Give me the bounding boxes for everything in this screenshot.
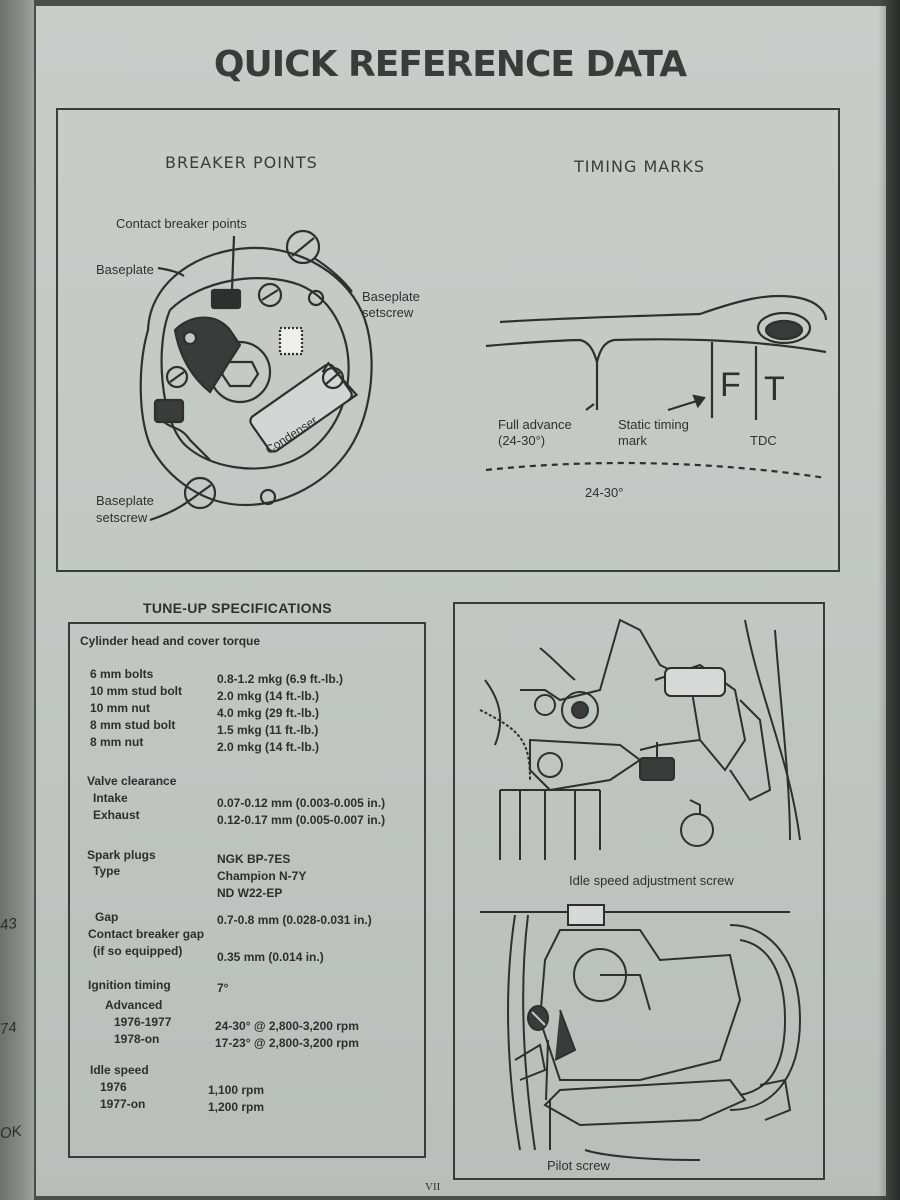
spec-label: 1978-on bbox=[114, 1032, 160, 1046]
spec-value: 1,100 rpm bbox=[208, 1083, 265, 1097]
manual-page bbox=[36, 6, 886, 1196]
spec-value: 7° bbox=[217, 981, 229, 995]
page-number: VII bbox=[425, 1181, 441, 1193]
spec-label: 6 mm bolts bbox=[90, 667, 154, 681]
advance-range-label: 24-30° bbox=[585, 485, 624, 500]
page-shadow bbox=[878, 0, 900, 1200]
spec-label: 10 mm nut bbox=[90, 701, 151, 715]
spec-label: (if so equipped) bbox=[93, 944, 183, 958]
valve-clearance-heading: Valve clearance bbox=[87, 774, 177, 788]
adjacent-page-edge bbox=[0, 0, 34, 1200]
spec-value: 1.5 mkg (11 ft.-lb.) bbox=[217, 723, 319, 737]
full-advance-label: Full advance bbox=[498, 417, 572, 432]
spec-label: 8 mm stud bolt bbox=[90, 718, 176, 732]
tune-up-title: TUNE-UP SPECIFICATIONS bbox=[143, 600, 332, 616]
spec-value: 1,200 rpm bbox=[208, 1100, 265, 1114]
spec-value: 4.0 mkg (29 ft.-lb.) bbox=[217, 706, 320, 720]
baseplate-setscrew-top-label-2: setscrew bbox=[362, 305, 414, 320]
spec-label: Type bbox=[93, 864, 121, 878]
spec-label: 1976 bbox=[100, 1080, 127, 1094]
pilot-screw-caption: Pilot screw bbox=[547, 1158, 610, 1173]
spec-value: 17-23° @ 2,800-3,200 rpm bbox=[215, 1036, 359, 1050]
spec-label: 1977-on bbox=[100, 1097, 146, 1111]
breaker-points-heading: BREAKER POINTS bbox=[165, 153, 318, 172]
timing-marks-heading: TIMING MARKS bbox=[574, 157, 705, 176]
spec-value: 2.0 mkg (14 ft.-lb.) bbox=[217, 689, 320, 703]
timing-marks-drawing bbox=[485, 294, 828, 480]
spec-value: ND W22-EP bbox=[217, 886, 283, 900]
spec-value: 0.8-1.2 mkg (6.9 ft.-lb.) bbox=[217, 672, 344, 686]
spec-value: 24-30° @ 2,800-3,200 rpm bbox=[215, 1019, 359, 1033]
static-timing-label: Static timing bbox=[618, 417, 689, 432]
tdc-label: TDC bbox=[750, 433, 777, 448]
t-mark: T bbox=[764, 370, 785, 408]
baseplate-setscrew-bottom-label: Baseplate bbox=[96, 493, 154, 508]
baseplate-setscrew-bottom-label-2: setscrew bbox=[96, 510, 148, 525]
spec-label: Gap bbox=[95, 910, 119, 924]
spec-label: 1976-1977 bbox=[114, 1015, 172, 1029]
spark-plugs-heading: Spark plugs bbox=[87, 848, 156, 862]
contact-breaker-points-label: Contact breaker points bbox=[116, 216, 247, 231]
spec-value: 0.35 mm (0.014 in.) bbox=[217, 950, 324, 964]
idle-speed-screw-caption: Idle speed adjustment screw bbox=[569, 873, 734, 888]
static-timing-label-2: mark bbox=[618, 433, 647, 448]
breaker-points-drawing bbox=[139, 229, 373, 522]
page-title: QUICK REFERENCE DATA bbox=[213, 44, 687, 85]
f-mark: F bbox=[720, 366, 741, 404]
spec-label: Intake bbox=[93, 791, 128, 805]
spec-label: Advanced bbox=[105, 998, 163, 1012]
contact-breaker-gap-heading: Contact breaker gap bbox=[88, 927, 205, 941]
baseplate-setscrew-top-label: Baseplate bbox=[362, 289, 420, 304]
spec-value: 0.7-0.8 mm (0.028-0.031 in.) bbox=[217, 913, 372, 927]
full-advance-range-label: (24-30°) bbox=[498, 433, 546, 448]
tune-up-spec-table bbox=[68, 622, 426, 1158]
idle-speed-heading: Idle speed bbox=[90, 1063, 149, 1077]
spec-value: Champion N-7Y bbox=[217, 869, 307, 883]
baseplate-label: Baseplate bbox=[96, 262, 154, 277]
cylinder-head-heading: Cylinder head and cover torque bbox=[80, 634, 261, 648]
spec-value: 0.07-0.12 mm (0.003-0.005 in.) bbox=[217, 796, 386, 810]
spec-label: 10 mm stud bolt bbox=[90, 684, 183, 698]
ignition-diagram-panel bbox=[56, 108, 840, 572]
carburetor-diagram-panel bbox=[453, 602, 825, 1180]
spec-value: 2.0 mkg (14 ft.-lb.) bbox=[217, 740, 320, 754]
ignition-timing-heading: Ignition timing bbox=[88, 978, 171, 992]
spec-value: NGK BP-7ES bbox=[217, 852, 291, 866]
spec-label: 8 mm nut bbox=[90, 735, 144, 749]
spec-value: 0.12-0.17 mm (0.005-0.007 in.) bbox=[217, 813, 386, 827]
spec-label: Exhaust bbox=[93, 808, 140, 822]
